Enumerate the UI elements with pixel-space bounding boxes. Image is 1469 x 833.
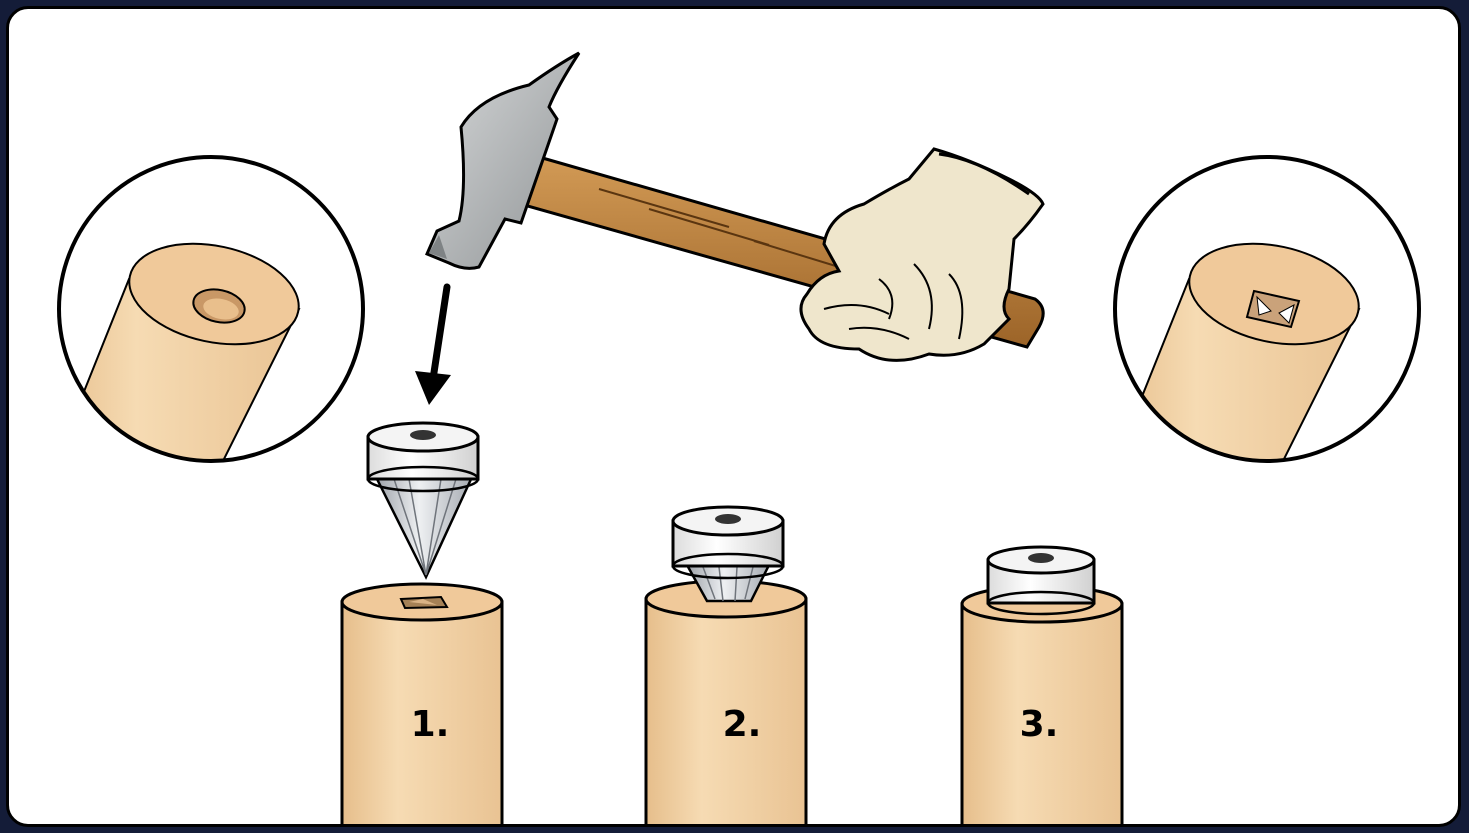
step-2-label: 2. bbox=[723, 704, 762, 745]
step-1-label: 1. bbox=[411, 704, 450, 745]
step-3-label: 3. bbox=[1020, 704, 1059, 745]
gloved-hand-icon bbox=[799, 147, 1045, 362]
magnifier-circle-icon bbox=[1113, 155, 1421, 463]
magnifier-circle-icon bbox=[57, 155, 365, 463]
step-3-insert bbox=[986, 545, 1096, 616]
illustration-canvas: 1. 2. 3. bbox=[57, 51, 1421, 824]
step-1-insert bbox=[366, 421, 480, 580]
step-2-insert bbox=[671, 505, 785, 603]
down-arrow-icon bbox=[415, 283, 451, 405]
step-1-dowel bbox=[340, 582, 504, 824]
step-2-dowel bbox=[644, 579, 808, 824]
illustration-panel: 1. 2. 3. bbox=[6, 6, 1461, 827]
